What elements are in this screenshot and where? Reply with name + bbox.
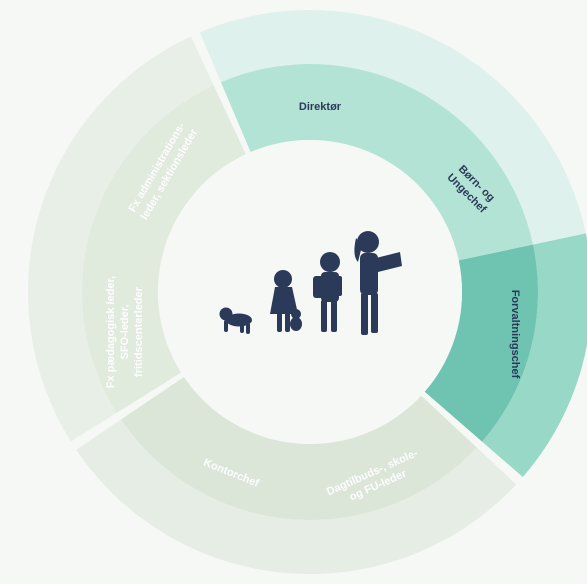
svg-text:fritidscenterleder: fritidscenterleder [133, 286, 145, 377]
label-direktor: Direktør [299, 101, 342, 113]
segment-forvaltningschef [424, 244, 538, 442]
segment-bottom-outer [76, 419, 517, 574]
segment-left-outer [28, 36, 214, 442]
segment-kontorchef [120, 376, 477, 520]
svg-text:Fx pædagogisk leder,: Fx pædagogisk leder, [105, 276, 117, 388]
baby-silhouette [219, 307, 252, 334]
children-silhouettes [219, 231, 402, 335]
segment-right-outer [482, 233, 587, 478]
segment-leaders [82, 85, 246, 413]
child-reading-silhouette [354, 231, 402, 335]
segment-top-outer [199, 10, 586, 245]
label-paedagogisk: Fx pædagogisk leder, SFO-leder, fritidsc… [105, 276, 145, 388]
toddler-silhouette [270, 270, 302, 332]
segment-direktor [220, 64, 534, 261]
svg-text:SFO-leder,: SFO-leder, [119, 304, 131, 359]
center-disc [158, 140, 462, 444]
label-forvaltningschef: Forvaltningschef [509, 290, 521, 379]
ring-segments [28, 10, 587, 574]
child-backpack-silhouette [313, 252, 342, 332]
